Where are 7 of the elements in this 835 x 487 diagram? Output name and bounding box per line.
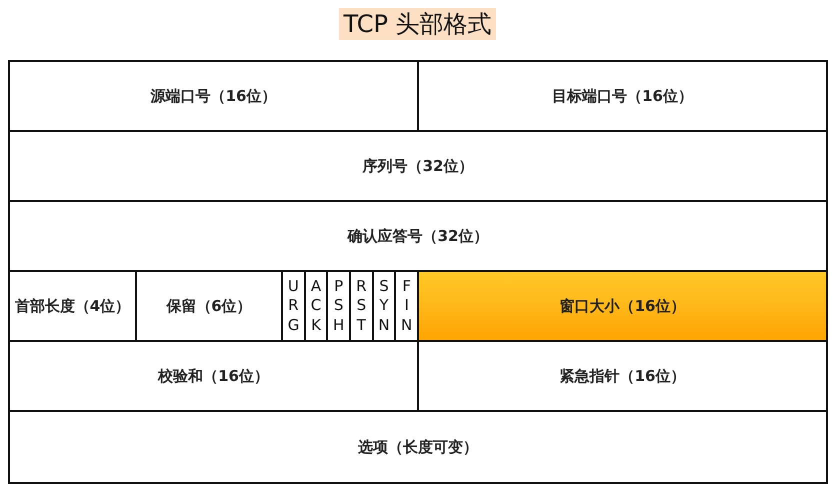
title: TCP 头部格式 (339, 8, 496, 40)
field-cell: 序列号（32位） (8, 130, 828, 202)
field-cell: 源端口号（16位） (8, 60, 419, 132)
field-cell: 选项（长度可变） (8, 410, 828, 484)
field-cell: 目标端口号（16位） (417, 60, 828, 132)
field-cell: 确认应答号（32位） (8, 200, 828, 272)
highlighted-field-cell: 窗口大小（16位） (417, 270, 828, 342)
